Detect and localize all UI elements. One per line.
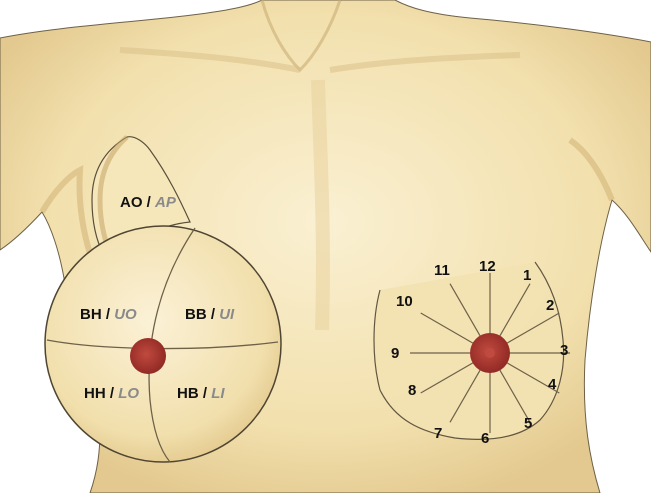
right-nipple-center	[485, 348, 495, 358]
left-nipple	[130, 338, 166, 374]
clock-label-9: 9	[391, 345, 399, 362]
quadrant-label-hh: HH / LO	[84, 385, 139, 402]
clock-label-5: 5	[524, 415, 532, 432]
quadrant-label-bb: BB / UI	[185, 306, 235, 323]
right-breast-outline	[374, 262, 564, 439]
clock-label-12: 12	[479, 258, 496, 275]
left-breast-outline	[45, 226, 281, 462]
clock-label-6: 6	[481, 430, 489, 447]
clock-label-3: 3	[560, 342, 568, 359]
quadrant-label-bh: BH / UO	[80, 306, 137, 323]
quadrant-label-ao: AO / AP	[120, 194, 177, 211]
right-breast	[374, 262, 570, 439]
clock-label-8: 8	[408, 382, 416, 399]
quadrant-label-hb: HB / LI	[177, 385, 225, 402]
clock-label-1: 1	[523, 267, 531, 284]
clock-label-2: 2	[546, 297, 554, 314]
clock-label-4: 4	[548, 376, 557, 393]
clock-label-10: 10	[396, 293, 413, 310]
sternum-shadow	[318, 80, 323, 330]
clock-label-7: 7	[434, 425, 442, 442]
clock-label-11: 11	[434, 262, 450, 279]
